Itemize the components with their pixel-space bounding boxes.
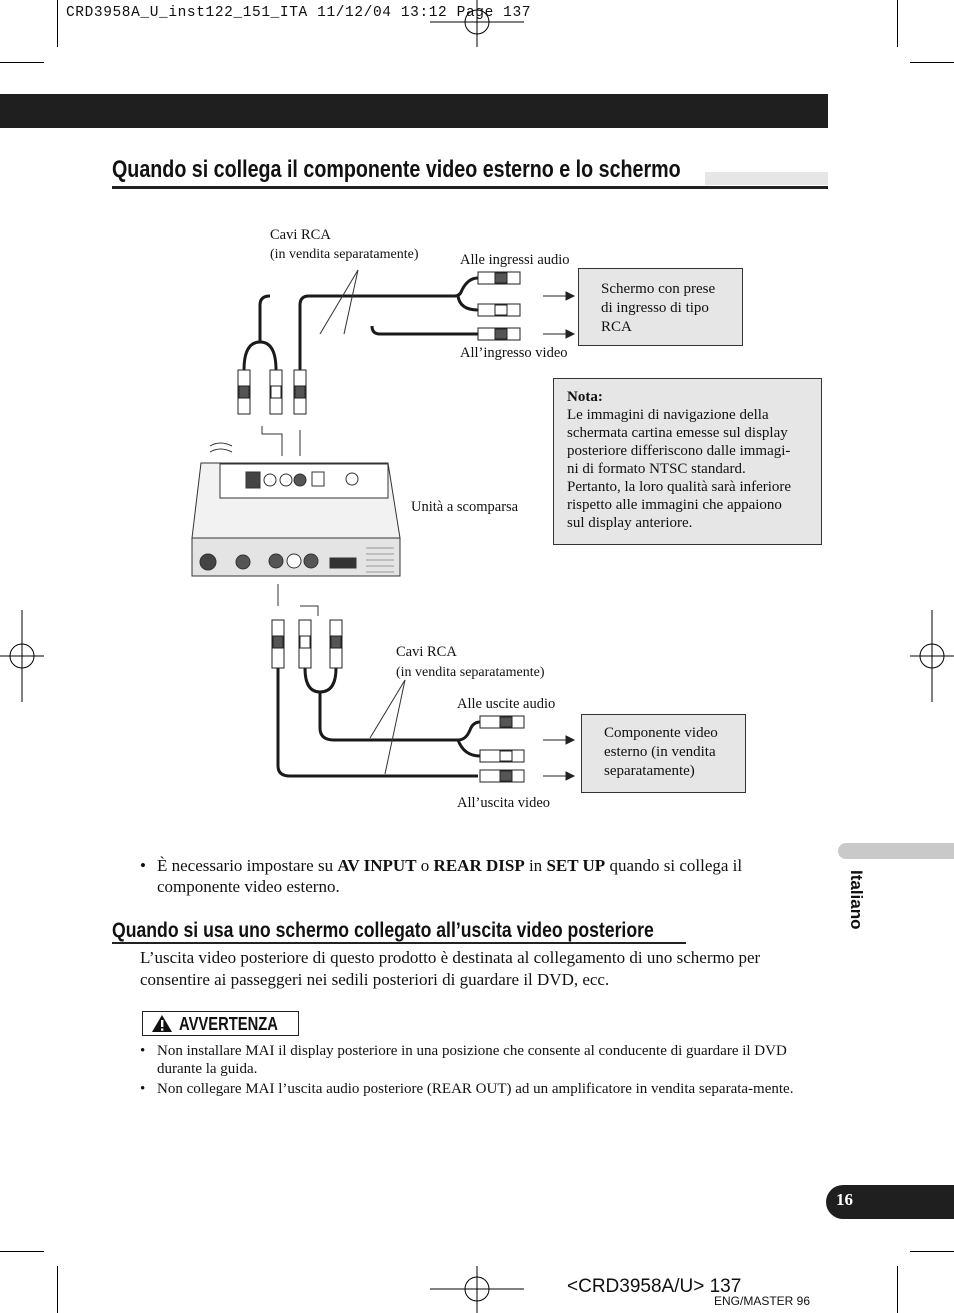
side-tab: [838, 843, 954, 859]
warning-box: [142, 1011, 299, 1036]
audio-out-label: Alle uscite audio: [457, 696, 556, 712]
title-rule: [112, 186, 828, 189]
note-box: Nota: Le immagini di navigazione della s…: [553, 378, 822, 545]
hideaway-unit: [191, 442, 401, 577]
page-tab: [826, 1185, 954, 1219]
screen-box: Schermo con prese di ingresso di tipo RC…: [578, 268, 743, 346]
cables-bottom-note: (in vendita separatamente): [396, 665, 545, 680]
page-number: 16: [836, 1190, 853, 1209]
section2-title: Quando si usa uno schermo collegato all’…: [112, 918, 654, 942]
video-in-label: All’ingresso video: [460, 345, 568, 361]
footer-master: ENG/MASTER 96: [714, 1294, 811, 1308]
cables-bottom-label: Cavi RCA: [396, 644, 457, 660]
warning-item: •Non collegare MAI l’uscita audio poster…: [140, 1081, 794, 1097]
cables-top-note: (in vendita separatamente): [270, 247, 419, 262]
title-accent: [705, 172, 828, 185]
audio-in-label: Alle ingressi audio: [460, 252, 570, 268]
unit-label: Unità a scomparsa: [411, 499, 519, 515]
component-box: Componente video esterno (in vendita sep…: [581, 714, 746, 793]
cables-top-label: Cavi RCA: [270, 227, 331, 243]
warning-label: AVVERTENZA: [179, 1014, 278, 1034]
setup-bullet: • È necessario impostare su AV INPUT o R…: [140, 856, 743, 896]
print-slug: CRD3958A_U_inst122_151_ITA 11/12/04 13:1…: [66, 5, 532, 21]
language-tab: Italiano: [847, 870, 866, 930]
header-bar: [0, 94, 828, 128]
warning-list: •Non installare MAI il display posterior…: [140, 1042, 800, 1100]
connection-diagram: [191, 269, 576, 783]
warning-icon: [152, 1015, 172, 1032]
section2-rule: [112, 942, 686, 944]
section2-text: L’uscita video posteriore di questo prod…: [140, 948, 761, 989]
warning-item: •Non installare MAI il display posterior…: [140, 1043, 787, 1077]
video-out-label: All’uscita video: [457, 795, 551, 811]
footer-code: <CRD3958A/U> 137: [567, 1276, 742, 1297]
section-title: Quando si collega il componente video es…: [112, 156, 681, 183]
